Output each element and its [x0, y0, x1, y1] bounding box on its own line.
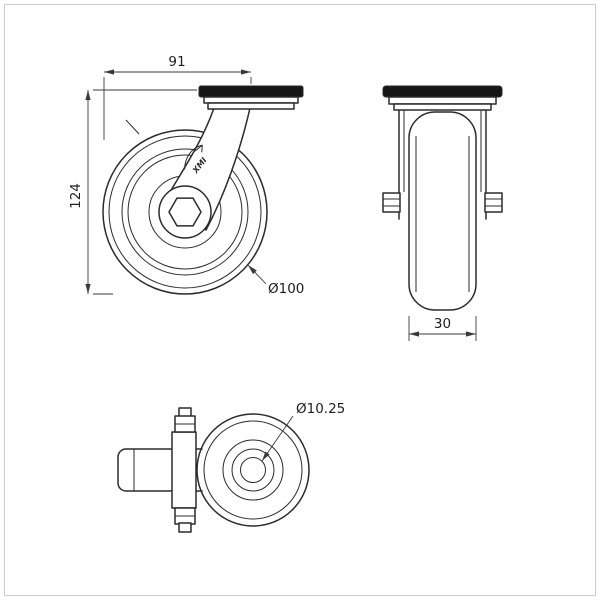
- sheet-border: [4, 4, 596, 596]
- axle-hex-nut: [168, 197, 202, 227]
- leader-arrowhead: [262, 451, 270, 461]
- axle-nut-left: [382, 192, 401, 213]
- wheel-inner-circle: [203, 420, 303, 520]
- arrowhead-right: [466, 331, 476, 337]
- bottom-view: Ø10.25: [117, 401, 345, 533]
- leader-arrowhead: [248, 265, 257, 275]
- dimension-width-91: 91: [103, 54, 252, 140]
- stem-body: [117, 448, 179, 492]
- arrowhead-bottom: [85, 284, 91, 294]
- rim-inner-circle: [127, 154, 243, 270]
- arrowhead-left: [409, 331, 419, 337]
- bolt-head: [178, 522, 192, 533]
- side-view: 30: [382, 85, 503, 341]
- dimension-bolt-hole: Ø10.25: [261, 401, 345, 462]
- swivel-raceway-lower: [207, 102, 295, 110]
- arrowhead-right: [241, 69, 251, 75]
- dimension-height-124: 124: [68, 89, 197, 295]
- hub-inner-circle: [231, 448, 275, 492]
- flange-bolt-bottom: [174, 507, 196, 533]
- nut-body: [382, 192, 401, 213]
- mounting-plate-cap: [382, 85, 503, 98]
- tire-profile: [408, 111, 477, 311]
- tick-mark: [125, 119, 140, 135]
- arrowhead-left: [104, 69, 114, 75]
- swivel-raceway-upper: [388, 96, 497, 105]
- dimension-text: 91: [168, 54, 185, 70]
- dimension-wheel-diameter: Ø100: [247, 264, 304, 297]
- front-view: XMI 91 124 Ø1: [68, 54, 304, 297]
- tire-outer-circle: [102, 129, 268, 295]
- logo-swoosh-icon: [184, 144, 203, 170]
- dimension-text: 30: [434, 316, 451, 332]
- dimension-text: Ø100: [268, 281, 304, 297]
- bolt-hole-circle: [240, 457, 266, 483]
- flange-bolt-top: [174, 407, 196, 433]
- axle-nut-right: [484, 192, 503, 213]
- wheel-outer-circle: [196, 413, 310, 527]
- dimension-text: 124: [68, 183, 84, 209]
- swivel-raceway-upper: [203, 96, 299, 104]
- nut-body: [484, 192, 503, 213]
- hub-outer-circle: [222, 439, 284, 501]
- swivel-raceway-lower: [393, 103, 492, 111]
- rim-outer-circle: [121, 148, 249, 276]
- dimension-text: Ø10.25: [296, 401, 345, 417]
- fork-flange: [171, 431, 197, 509]
- tire-inner-circle: [108, 135, 262, 289]
- mounting-plate-cap: [198, 85, 304, 98]
- arrowhead-top: [85, 90, 91, 100]
- dimension-tread-width-30: 30: [408, 316, 477, 341]
